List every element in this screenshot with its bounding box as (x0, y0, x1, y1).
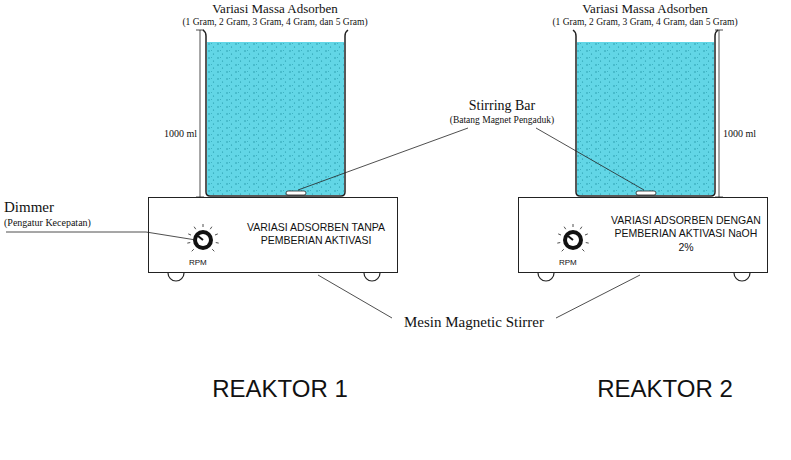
stirrer-caption: VARIASI ADSORBEN TANPA PEMBERIAN AKTIVAS… (241, 221, 391, 247)
volume-label: 1000 ml (723, 128, 756, 139)
reactor-label: REAKTOR 2 (597, 376, 733, 402)
reactor-title: Variasi Massa Adsorben (582, 2, 708, 16)
part-note: (Batang Magnet Pengaduk) (450, 115, 554, 125)
stirring-bar (286, 191, 306, 195)
part-note: (Pengatur Kecepatan) (4, 217, 91, 228)
volume-line (715, 30, 723, 197)
part-name: Stirring Bar (469, 98, 536, 113)
volume-line (196, 30, 204, 197)
part-name: Dimmer (4, 199, 54, 216)
beaker (203, 30, 348, 196)
rpm-label: RPM (189, 258, 207, 268)
beaker (573, 30, 718, 196)
leader-line (6, 232, 196, 240)
mass-variation: (1 Gram, 2 Gram, 3 Gram, 4 Gram, dan 5 G… (552, 17, 737, 27)
rpm-label: RPM (559, 258, 577, 268)
stirrer-box: VARIASI ADSORBEN TANPA PEMBERIAN AKTIVAS… (148, 197, 398, 273)
reactor-title: Variasi Massa Adsorben (212, 2, 338, 16)
volume-label: 1000 ml (164, 128, 197, 139)
leader-line (318, 275, 640, 318)
stirrer-caption: VARIASI ADSORBEN DENGAN PEMBERIAN AKTIVA… (611, 214, 761, 253)
stirring-bar (636, 191, 656, 195)
reactor-label: REAKTOR 1 (212, 376, 348, 402)
part-name: Mesin Magnetic Stirrer (404, 314, 544, 331)
stirrer-feet (168, 273, 750, 281)
mass-variation: (1 Gram, 2 Gram, 3 Gram, 4 Gram, dan 5 G… (182, 17, 367, 27)
stirrer-box: VARIASI ADSORBEN DENGAN PEMBERIAN AKTIVA… (518, 197, 768, 273)
leader-line (298, 128, 644, 190)
